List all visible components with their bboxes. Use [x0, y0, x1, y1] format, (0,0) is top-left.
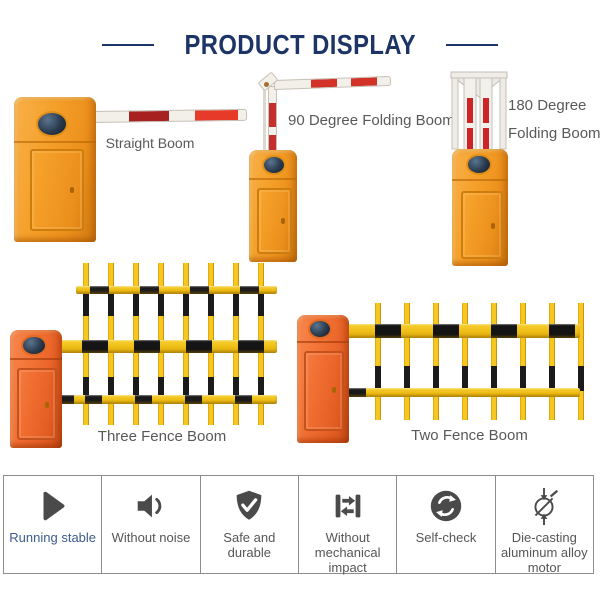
two-fence-boom-label: Two Fence Boom	[411, 427, 528, 444]
fence-post-black-band	[83, 293, 265, 316]
feature-label: Safe and durable	[223, 530, 276, 560]
cabinet-dome-light	[466, 154, 492, 175]
cabinet-dome-light	[36, 111, 68, 137]
motor-symbol-icon	[525, 487, 563, 525]
barrier-cabinet-90-degree	[249, 150, 297, 262]
feature-label: Without mechanical impact	[314, 530, 381, 575]
fence-posts	[375, 303, 585, 420]
cabinet-head	[249, 150, 297, 180]
feature-cell-without-mechanical-impact: Without mechanical impact	[297, 476, 396, 575]
feature-label: Without noise	[111, 530, 191, 545]
straight-boom-label: Straight Boom	[105, 135, 195, 151]
door-keyhole	[281, 218, 285, 224]
feature-cell-die-casting-motor: Die-casting aluminum alloy motor	[494, 476, 593, 575]
feature-cell-without-noise: Without noise	[101, 476, 199, 573]
cabinet-head	[10, 330, 62, 360]
cabinet-door	[257, 188, 292, 254]
cabinet-head	[452, 149, 508, 181]
cabinet-head	[297, 315, 349, 343]
folding-boom-support-rod	[263, 88, 266, 150]
cabinet-dome-light	[308, 319, 332, 339]
180-degree-label-line1: 180 Degree	[508, 97, 587, 114]
fence-post-black-band	[83, 377, 265, 398]
play-icon	[34, 487, 72, 525]
barrier-cabinet-180-degree	[452, 149, 508, 266]
feature-cell-safe-durable: Safe and durable	[199, 476, 298, 573]
features-grid: Running stable Without noise Safe and du…	[3, 475, 594, 575]
cabinet-dome-light	[262, 155, 286, 175]
page-title: PRODUCT DISPLAY	[184, 29, 416, 60]
self-check-cycle-icon	[427, 487, 465, 525]
folding-boom-hinge	[264, 82, 269, 87]
cabinet-door	[304, 351, 344, 431]
feature-label: Running stable	[9, 530, 97, 545]
exchange-arrows-icon	[329, 487, 367, 525]
cabinet-dome-light	[21, 335, 47, 356]
door-keyhole	[45, 402, 49, 408]
fence-bottom-rail	[52, 395, 277, 404]
fence-top-rail	[76, 286, 277, 294]
feature-label: Self-check	[415, 530, 477, 545]
fence-post-black-band	[375, 366, 585, 391]
cabinet-door	[17, 368, 57, 440]
door-keyhole	[332, 387, 336, 393]
straight-boom-arm	[89, 108, 248, 123]
feature-label: Die-casting aluminum alloy motor	[500, 530, 588, 575]
door-keyhole	[70, 187, 74, 193]
speaker-icon	[132, 487, 170, 525]
title-rule-left	[101, 44, 154, 46]
fence-middle-rail	[58, 340, 277, 353]
folded-boom-assembly	[450, 71, 508, 151]
barrier-cabinet-two-fence	[297, 315, 349, 443]
folding-boom-horizontal-arm	[273, 75, 392, 90]
shield-check-icon	[230, 487, 268, 525]
title-rule-right	[446, 44, 499, 46]
three-fence-boom-label: Three Fence Boom	[97, 428, 227, 445]
page-header: PRODUCT DISPLAY	[0, 27, 600, 63]
feature-cell-self-check: Self-check	[396, 476, 494, 573]
barrier-cabinet-straight	[14, 97, 96, 242]
cabinet-door	[30, 149, 84, 231]
barrier-cabinet-three-fence	[10, 330, 62, 448]
door-keyhole	[491, 223, 495, 229]
fence-main-rail	[345, 324, 580, 338]
180-degree-boom-label: 180 Degree Folding Boom	[508, 92, 600, 148]
cabinet-door	[461, 191, 503, 259]
180-degree-label-line2: Folding Boom	[508, 125, 600, 142]
90-degree-boom-label: 90 Degree Folding Boom	[288, 112, 455, 129]
fence-bottom-rail	[346, 388, 580, 397]
cabinet-head	[14, 97, 96, 143]
folding-boom-vertical-arm	[268, 86, 277, 152]
feature-cell-running-stable: Running stable	[4, 476, 101, 573]
